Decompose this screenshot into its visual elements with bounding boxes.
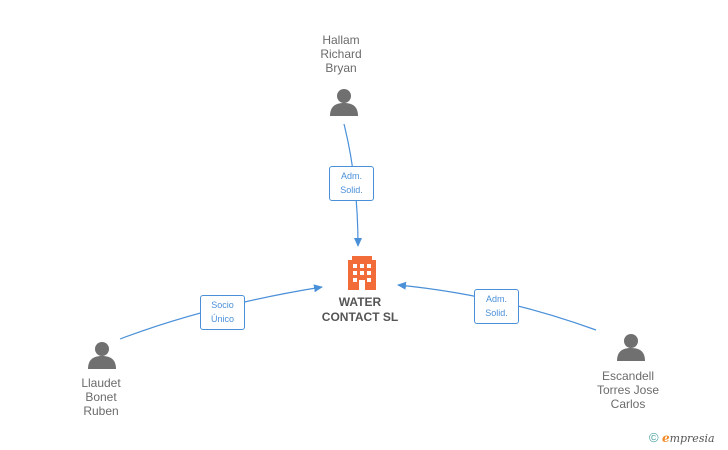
relation-label-line: Adm.: [340, 171, 362, 181]
name-line: Torres Jose: [596, 383, 660, 397]
name-line: Bryan: [325, 61, 357, 75]
person-name-escandell[interactable]: Escandell Torres Jose Carlos: [568, 369, 688, 411]
company-name-line: CONTACT SL: [321, 310, 399, 324]
relation-label-line: Socio: [211, 300, 234, 310]
company-name[interactable]: WATER CONTACT SL: [300, 295, 420, 325]
name-line: Richard: [320, 47, 362, 61]
building-icon: [348, 256, 376, 290]
relation-label-hallam: Adm. Solid.: [329, 166, 374, 201]
name-line: Carlos: [610, 397, 646, 411]
relation-label-llaudet: Socio Único: [200, 295, 245, 330]
name-line: Llaudet: [81, 376, 121, 390]
brand-logo: © empresia: [649, 430, 725, 446]
name-line: Hallam: [322, 33, 360, 47]
name-line: Bonet: [85, 390, 117, 404]
brand-logo-initial: e: [661, 431, 670, 445]
relation-label-line: Adm.: [485, 294, 507, 304]
person-icon-llaudet: [88, 342, 116, 369]
person-icon-hallam: [330, 89, 358, 116]
brand-logo-text: mpresia: [669, 432, 715, 445]
company-name-line: WATER: [338, 295, 382, 309]
person-icon-escandell: [617, 334, 645, 361]
name-line: Ruben: [83, 404, 119, 418]
person-name-llaudet[interactable]: Llaudet Bonet Ruben: [41, 376, 161, 418]
relation-label-line: Único: [210, 314, 234, 324]
copyright-icon: ©: [649, 430, 659, 445]
person-name-hallam[interactable]: Hallam Richard Bryan: [281, 33, 401, 75]
relation-label-escandell: Adm. Solid.: [474, 289, 519, 324]
name-line: Escandell: [601, 369, 655, 383]
relation-label-line: Solid.: [340, 185, 363, 195]
relation-label-line: Solid.: [485, 308, 508, 318]
